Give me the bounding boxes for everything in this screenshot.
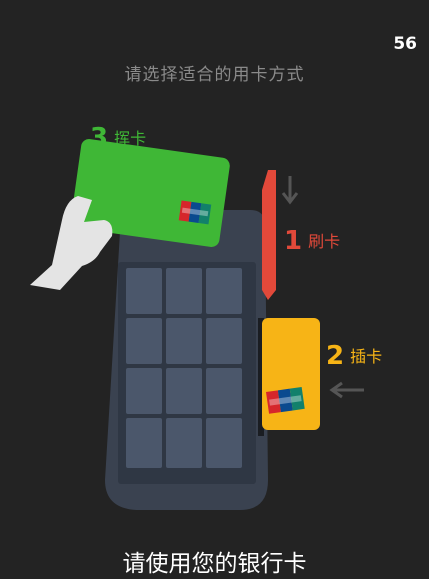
unionpay-logo (179, 200, 211, 224)
footer-message: 请使用您的银行卡 (0, 549, 429, 579)
swipe-card-red (262, 170, 276, 300)
arrow-down-icon (283, 176, 297, 202)
method-number: 3 (90, 123, 108, 153)
method-text: 刷卡 (308, 232, 340, 251)
method-text: 挥卡 (114, 129, 146, 148)
terminal-screen-grid (126, 268, 242, 468)
pos-terminal (105, 210, 268, 510)
method-number: 2 (326, 341, 344, 371)
insert-card-yellow (262, 318, 320, 430)
method-label-wave: 3 挥卡 (90, 123, 146, 153)
arrow-left-icon (332, 383, 364, 397)
method-number: 1 (284, 226, 302, 256)
method-label-insert: 2 插卡 (326, 341, 382, 371)
method-text: 插卡 (350, 347, 382, 366)
method-label-swipe: 1 刷卡 (284, 226, 340, 256)
